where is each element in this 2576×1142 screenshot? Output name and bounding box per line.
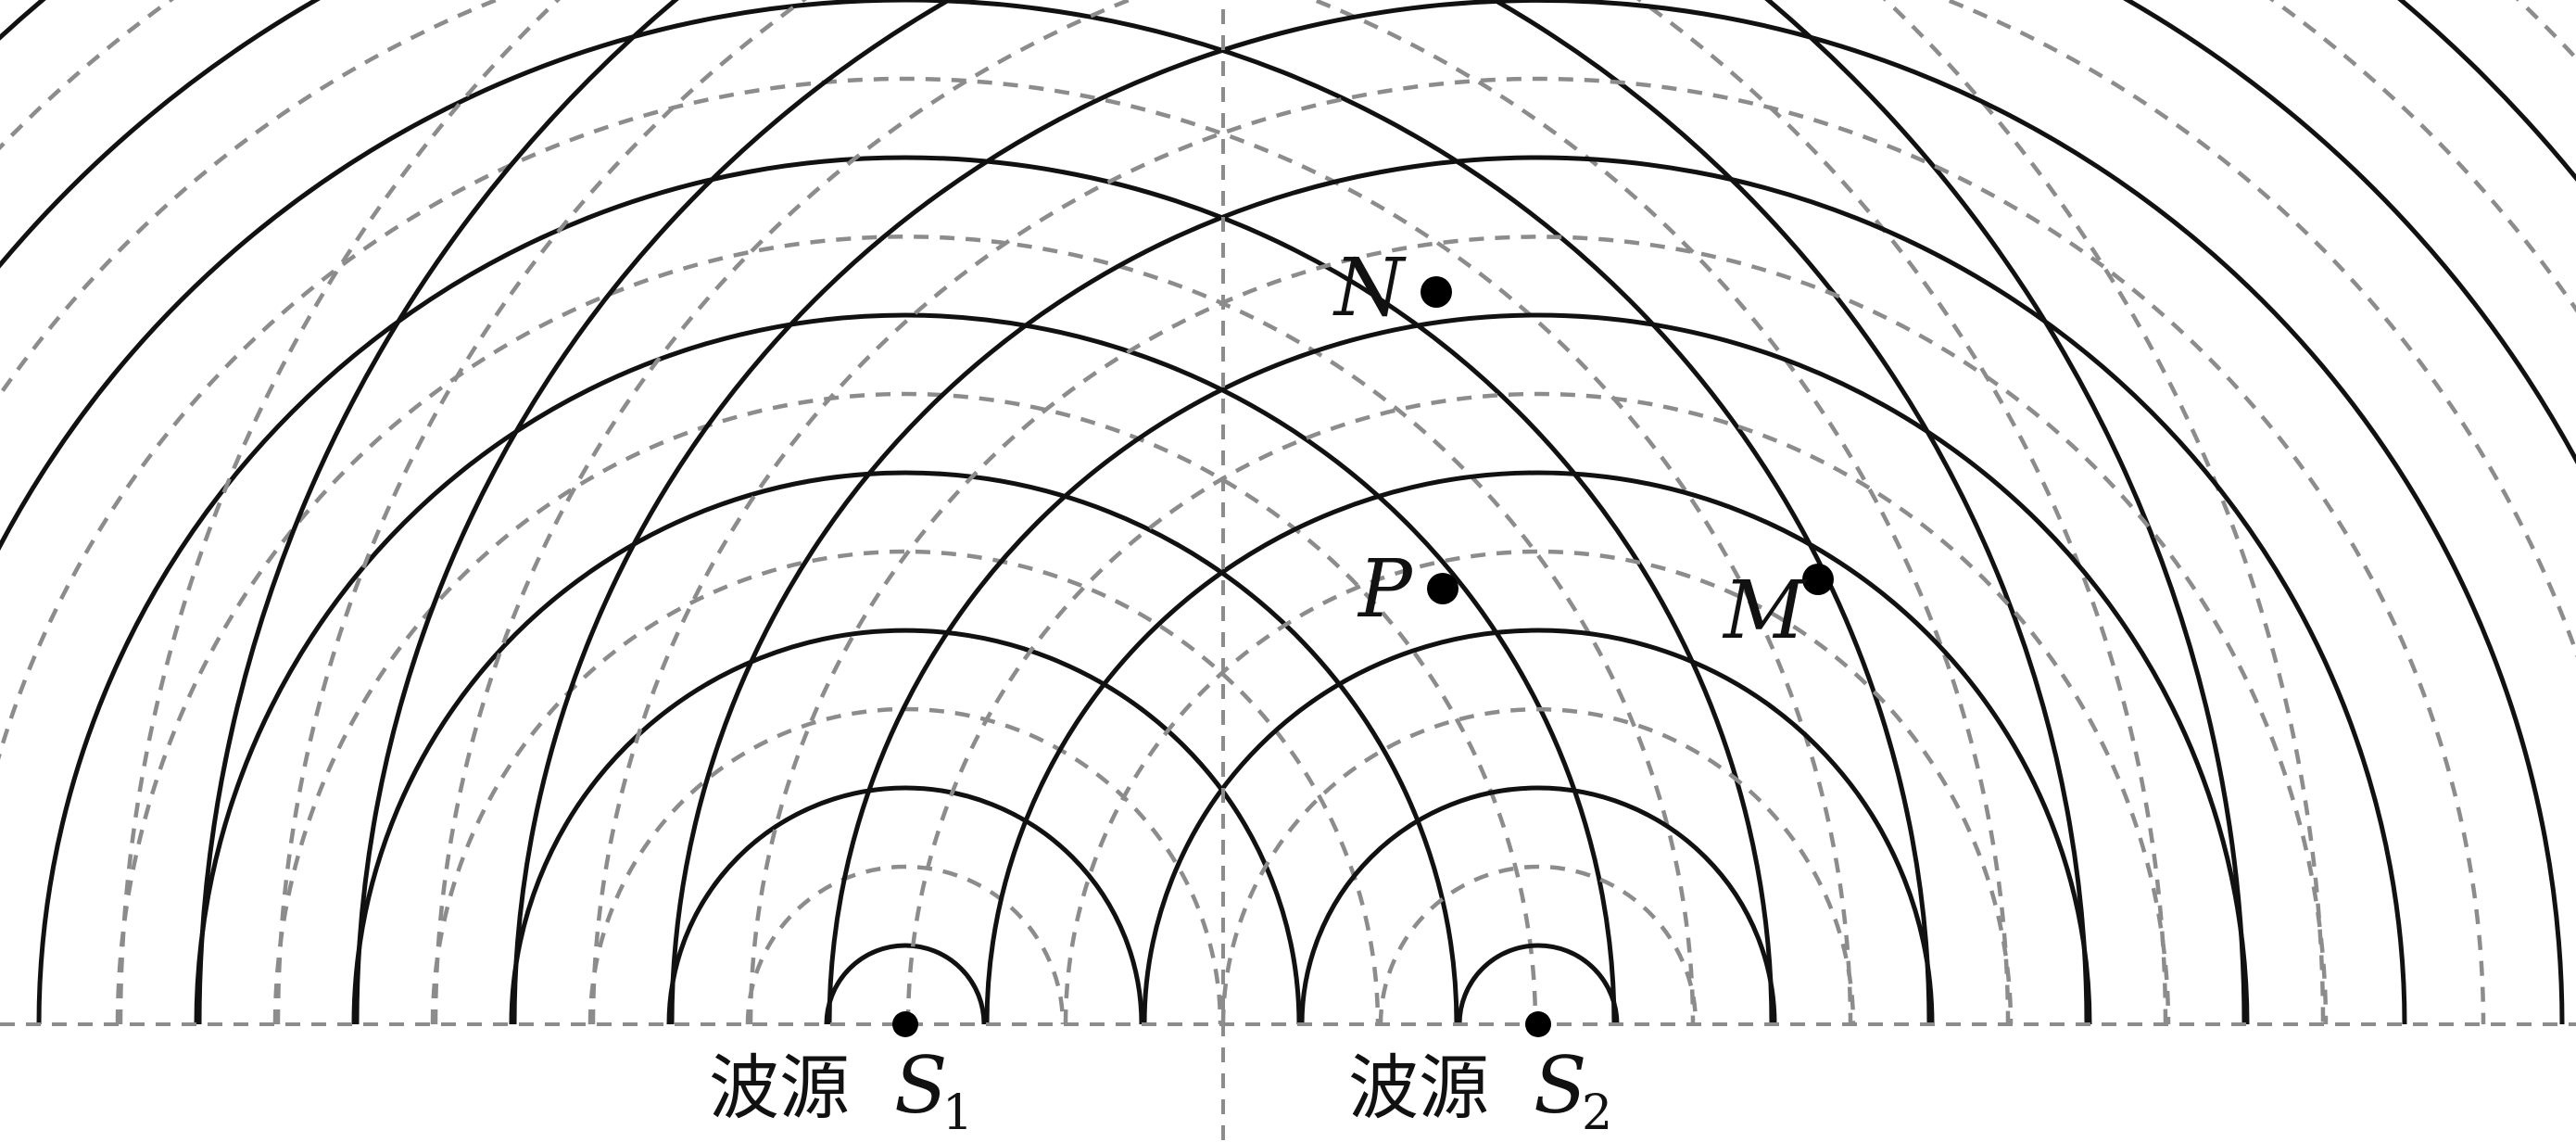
trough-wavefront-s1 xyxy=(115,234,1696,1024)
point-m-dot xyxy=(1802,564,1834,595)
crest-wavefront-s1 xyxy=(824,943,987,1024)
point-n-label: N xyxy=(1332,242,1407,335)
source-s1-prefix: 波源 xyxy=(709,1047,850,1129)
crest-wavefront-s2 xyxy=(827,312,2250,1024)
point-p-label: P xyxy=(1357,543,1414,636)
crest-wavefront-s2 xyxy=(984,470,2092,1024)
crest-wavefront-s1 xyxy=(194,312,1617,1024)
source-s2-subscript: 2 xyxy=(1582,1085,1612,1141)
trough-wavefront-s2 xyxy=(905,391,2171,1024)
source-s1-dot xyxy=(892,1011,918,1037)
point-n-dot xyxy=(1421,276,1452,308)
trough-wavefront-s2 xyxy=(118,0,2576,1024)
trough-wavefront-s1 xyxy=(430,549,1381,1024)
source-s2-prefix: 波源 xyxy=(1348,1047,1489,1129)
crest-wavefront-s1 xyxy=(0,0,1932,1024)
crest-wavefront-s1 xyxy=(0,0,2247,1024)
point-m-label: M xyxy=(1722,565,1807,657)
crest-wavefront-s2 xyxy=(354,0,2576,1024)
trough-wavefront-s2 xyxy=(1220,706,1856,1024)
trough-wavefront-s2 xyxy=(1378,864,1698,1024)
crest-wavefront-s1 xyxy=(509,628,1302,1024)
source-s2-letter: S xyxy=(1534,1040,1587,1131)
wavefronts xyxy=(0,0,2576,1024)
crest-wavefront-s2 xyxy=(1457,943,1620,1024)
crest-wavefront-s2 xyxy=(669,155,2407,1024)
crest-wavefront-s2 xyxy=(1299,785,1777,1024)
crest-wavefront-s1 xyxy=(351,470,1459,1024)
crest-wavefront-s1 xyxy=(0,0,2090,1024)
trough-wavefront-s2 xyxy=(590,76,2486,1024)
trough-wavefront-s2 xyxy=(1063,549,2014,1024)
source-s1-subscript: 1 xyxy=(942,1085,973,1141)
trough-wavefront-s2 xyxy=(748,234,2329,1024)
point-p-dot xyxy=(1427,573,1458,604)
source-s2-dot xyxy=(1525,1011,1551,1037)
trough-wavefront-s1 xyxy=(272,391,1538,1024)
crest-wavefront-s1 xyxy=(666,785,1144,1024)
trough-wavefront-s1 xyxy=(1882,0,2326,1024)
crest-wavefront-s2 xyxy=(1142,628,1935,1024)
source-s1-letter: S xyxy=(894,1040,948,1131)
trough-wavefront-s1 xyxy=(745,864,1066,1024)
crest-wavefront-s1 xyxy=(36,155,1774,1024)
crest-wavefront-s2 xyxy=(196,0,2576,1024)
crest-wavefront-s2 xyxy=(511,0,2565,1024)
trough-wavefront-s1 xyxy=(0,76,1853,1024)
